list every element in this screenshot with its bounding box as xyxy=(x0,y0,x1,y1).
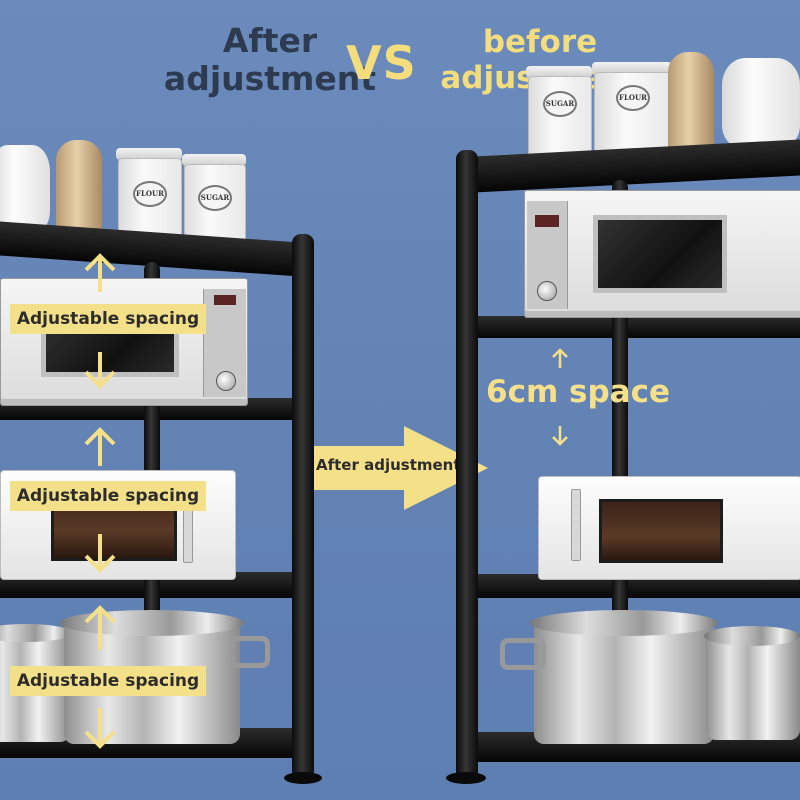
vs-label: VS xyxy=(346,36,417,90)
arrow-up-icon xyxy=(552,348,568,368)
canister-sugar-left: SUGAR xyxy=(184,164,246,246)
microwave-control-panel xyxy=(527,201,568,309)
oven-window xyxy=(599,499,723,563)
microwave-control-panel xyxy=(203,289,246,397)
arrow-up-icon xyxy=(84,427,116,466)
pole-foot xyxy=(284,772,322,784)
canister-label: SUGAR xyxy=(198,185,232,211)
canister-flour-right: FLOUR xyxy=(594,72,672,160)
grinder-right xyxy=(668,52,714,152)
canister-lid xyxy=(592,62,672,74)
arrow-right-icon xyxy=(314,426,488,510)
arrow-down-icon xyxy=(84,708,116,749)
after-adjustment-arrow-label: After adjustment xyxy=(316,456,461,474)
pole-foot xyxy=(446,772,486,784)
pot-rim xyxy=(60,610,244,636)
jug-left xyxy=(0,145,50,233)
knob-icon xyxy=(537,281,557,301)
canister-sugar-right: SUGAR xyxy=(528,76,592,160)
canister-lid xyxy=(526,66,592,78)
arrow-down-icon xyxy=(84,352,116,389)
after-adjustment-title: After adjustment xyxy=(150,22,390,98)
adjustable-spacing-label: Adjustable spacing xyxy=(10,481,206,511)
arrow-up-icon xyxy=(84,605,116,650)
pot-rim xyxy=(704,626,800,646)
oven-handle xyxy=(571,489,581,561)
rack-pole-back xyxy=(612,180,628,740)
after-title-line1: After xyxy=(222,21,318,60)
microwave-silver xyxy=(524,190,800,318)
canister-label: SUGAR xyxy=(543,91,577,117)
arrow-down-icon xyxy=(552,426,568,446)
canister-flour-left: FLOUR xyxy=(118,158,182,244)
pot-rim xyxy=(530,610,718,636)
before-title-line1: before xyxy=(482,24,598,60)
pot-rim xyxy=(0,624,72,642)
canister-label: FLOUR xyxy=(616,85,650,111)
microwave-display xyxy=(214,295,236,305)
grinder-left xyxy=(56,140,102,240)
stock-pot-small xyxy=(706,636,800,740)
microwave-display xyxy=(535,215,559,227)
canister-label: FLOUR xyxy=(133,181,167,207)
pot-handle xyxy=(230,636,270,668)
pot-handle xyxy=(500,638,546,670)
arrow-up-icon xyxy=(84,253,116,292)
rack-pole-front xyxy=(292,234,314,779)
microwave-window xyxy=(593,215,727,293)
arrow-down-icon xyxy=(84,534,116,573)
canister-lid xyxy=(182,154,246,166)
rack-pole-front xyxy=(456,150,478,780)
stock-pot-large xyxy=(534,626,714,744)
space-measurement-label: 6cm space xyxy=(486,374,671,410)
knob-icon xyxy=(216,371,236,391)
adjustable-spacing-label: Adjustable spacing xyxy=(10,666,206,696)
white-microwave xyxy=(538,476,800,580)
canister-lid xyxy=(116,148,182,160)
after-title-line2: adjustment xyxy=(163,59,377,98)
jug-right xyxy=(722,58,800,148)
shelf-2 xyxy=(474,316,800,338)
adjustable-spacing-label: Adjustable spacing xyxy=(10,304,206,334)
